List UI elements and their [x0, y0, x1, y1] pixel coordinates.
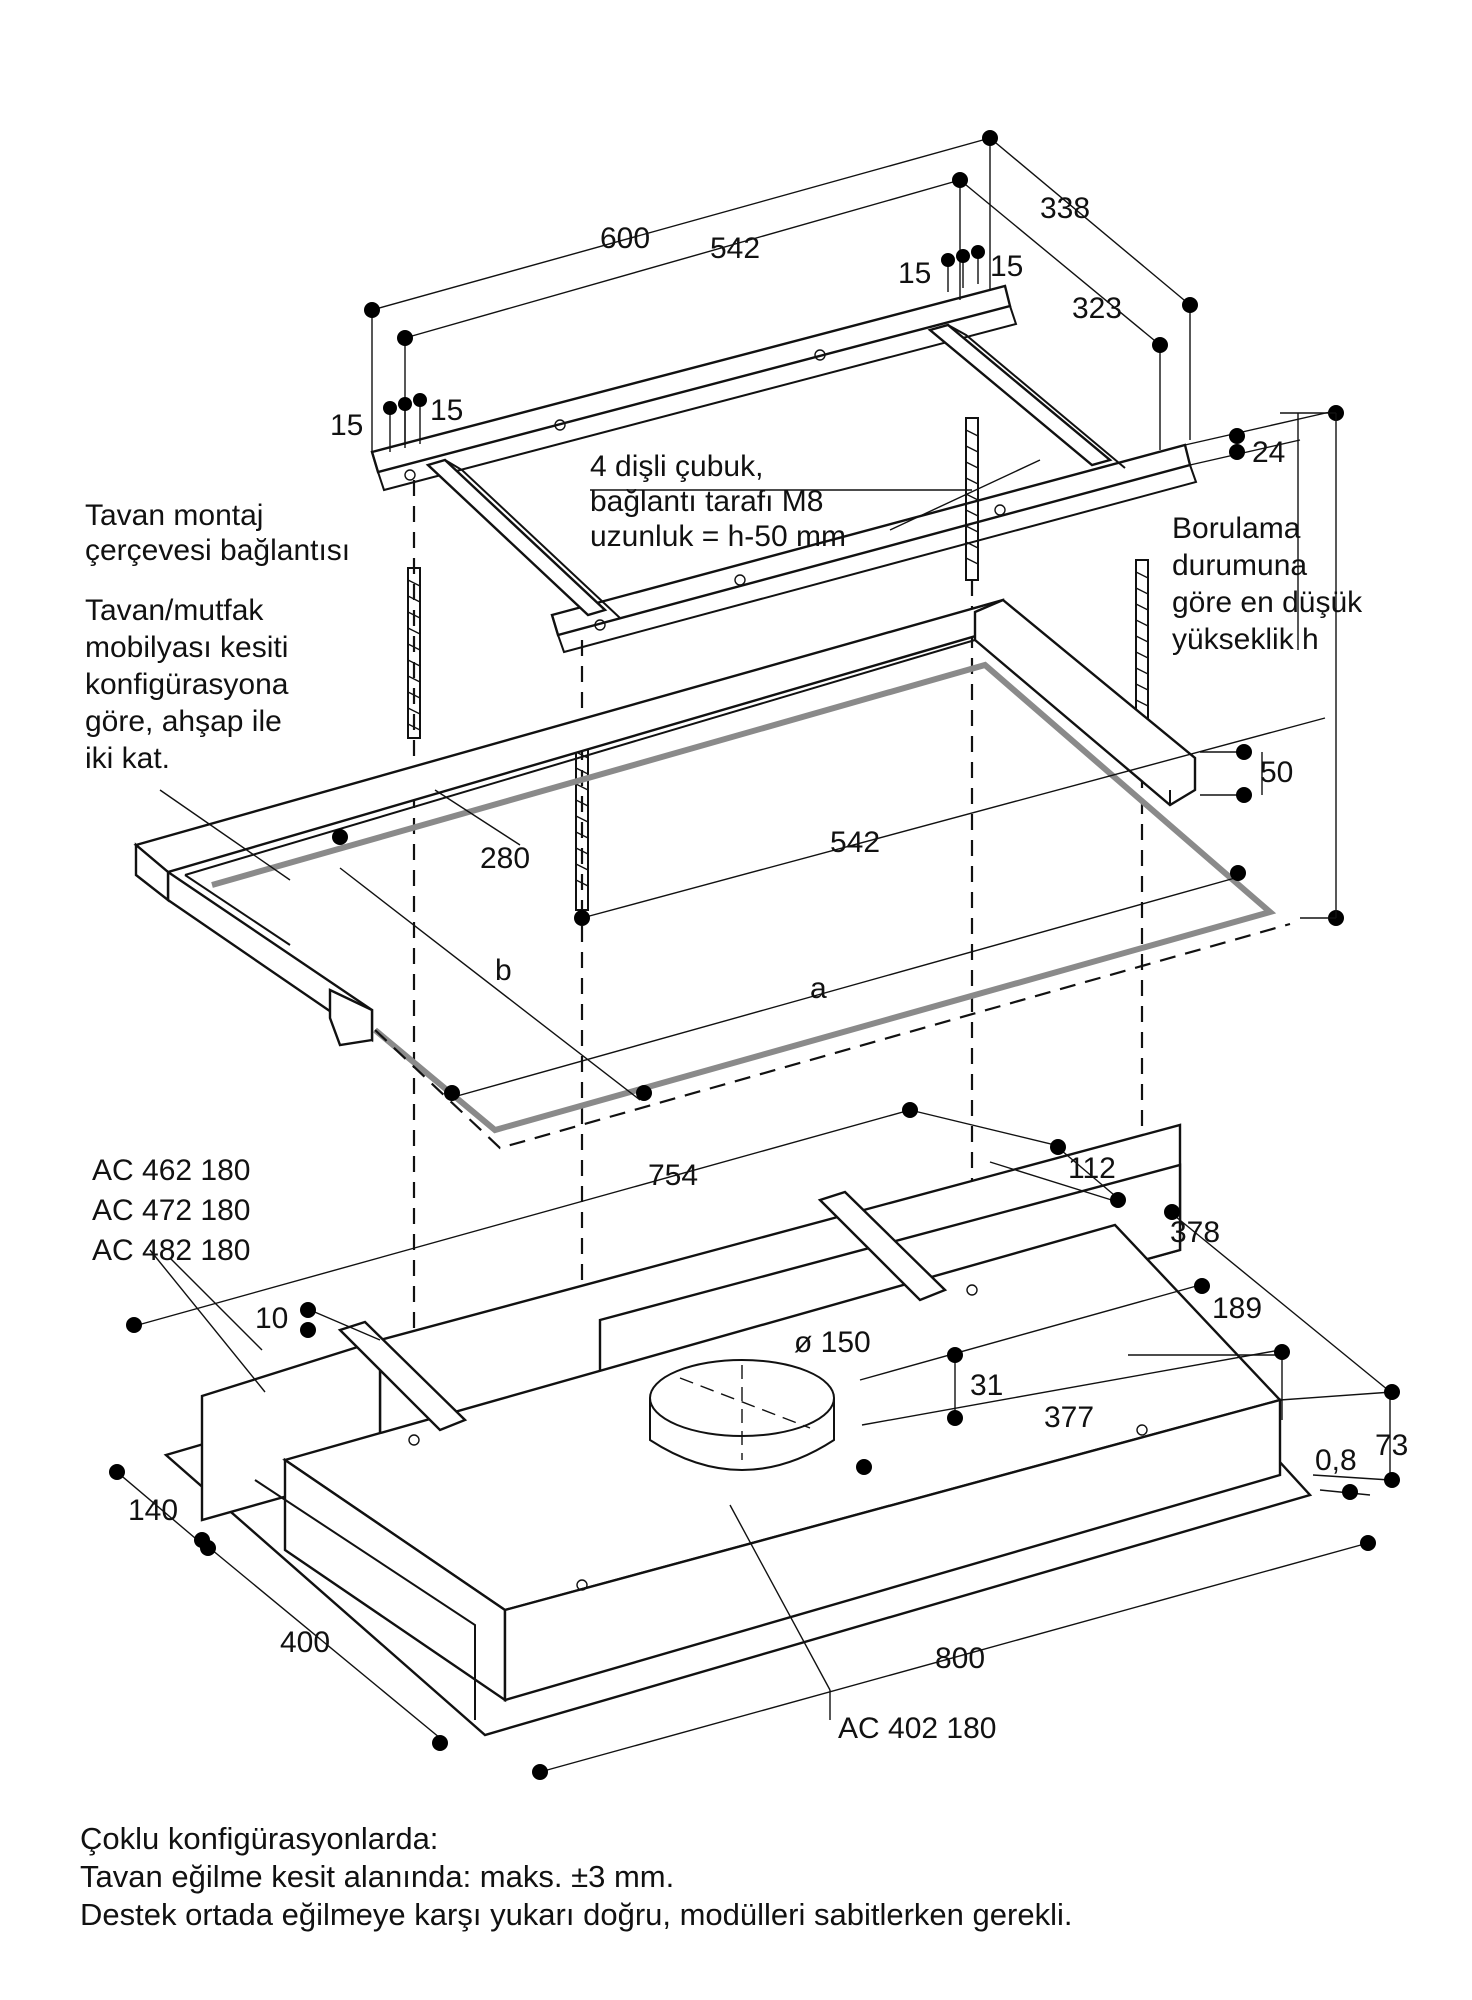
dim-08: 0,8: [1315, 1444, 1357, 1477]
dim-15-l1: 15: [330, 409, 363, 442]
hood-dimension-dots: [109, 1102, 1400, 1780]
dim-112: 112: [1068, 1152, 1116, 1185]
dim-24: 24: [1252, 436, 1285, 469]
dim-542-cutout: 542: [830, 826, 880, 859]
dim-15-l2: 15: [430, 394, 463, 427]
dim-378: 378: [1170, 1216, 1220, 1249]
mounting-frame: [370, 284, 1198, 654]
height-label-line4: yükseklik h: [1172, 623, 1319, 656]
section-label-line1: Tavan/mutfak: [85, 594, 264, 627]
dim-542-top: 542: [710, 232, 760, 265]
rod-label-line3: uzunluk = h-50 mm: [590, 520, 846, 553]
dim-754: 754: [648, 1159, 698, 1192]
height-label-line3: göre en düşük: [1172, 586, 1363, 619]
mount-label-line2: çerçevesi bağlantısı: [85, 534, 350, 567]
model-label-1: AC 462 180: [92, 1154, 250, 1187]
height-label-line2: durumuna: [1172, 549, 1307, 582]
rod-label-line2: bağlantı tarafı M8: [590, 485, 823, 518]
section-label-line4: göre, ahşap ile: [85, 705, 282, 738]
dim-73: 73: [1375, 1429, 1408, 1462]
footnote-line-2: Tavan eğilme kesit alanında: maks. ±3 mm…: [80, 1859, 675, 1894]
dim-280: 280: [480, 842, 530, 875]
dim-800: 800: [935, 1642, 985, 1675]
cutout-dimension-dots: [332, 744, 1252, 1101]
dim-50: 50: [1260, 756, 1293, 789]
dim-189: 189: [1212, 1292, 1262, 1325]
dim-b: b: [495, 954, 512, 987]
dim-323: 323: [1072, 292, 1122, 325]
model-label-main: AC 402 180: [838, 1712, 996, 1745]
model-label-3: AC 482 180: [92, 1234, 250, 1267]
dim-a: a: [810, 972, 827, 1005]
section-label-line3: konfigürasyona: [85, 668, 289, 701]
hood-dimensions: [116, 1109, 1393, 1773]
footnotes: Çoklu konfigürasyonlarda: Tavan eğilme k…: [80, 1820, 1440, 1934]
dim-600: 600: [600, 222, 650, 255]
mount-label-line1: Tavan montaj: [85, 499, 263, 532]
dim-15-r1: 15: [898, 257, 931, 290]
section-label-line2: mobilyası kesiti: [85, 631, 288, 664]
footnote-line-3: Destek ortada eğilmeye karşı yukarı doğr…: [80, 1897, 1073, 1932]
footnote-line-1: Çoklu konfigürasyonlarda:: [80, 1821, 439, 1856]
dim-140: 140: [128, 1494, 178, 1527]
dim-31: 31: [970, 1369, 1003, 1402]
cutout-dimensions: [159, 412, 1337, 1101]
leader-lines: [149, 459, 1041, 1393]
rod-label-line1: 4 dişli çubuk,: [590, 450, 763, 483]
dim-150: ø 150: [794, 1326, 871, 1359]
frame-dimension-dots: [364, 130, 1344, 926]
hood-unit: [163, 1123, 1313, 1737]
dim-400: 400: [280, 1626, 330, 1659]
section-label-line5: iki kat.: [85, 742, 170, 775]
model-label-2: AC 472 180: [92, 1194, 250, 1227]
height-label-line1: Borulama: [1172, 512, 1301, 545]
dim-338: 338: [1040, 192, 1090, 225]
ceiling-cutout: [133, 598, 1291, 1150]
dim-377: 377: [1044, 1401, 1094, 1434]
dim-15-r2: 15: [990, 250, 1023, 283]
dim-10: 10: [255, 1302, 288, 1335]
